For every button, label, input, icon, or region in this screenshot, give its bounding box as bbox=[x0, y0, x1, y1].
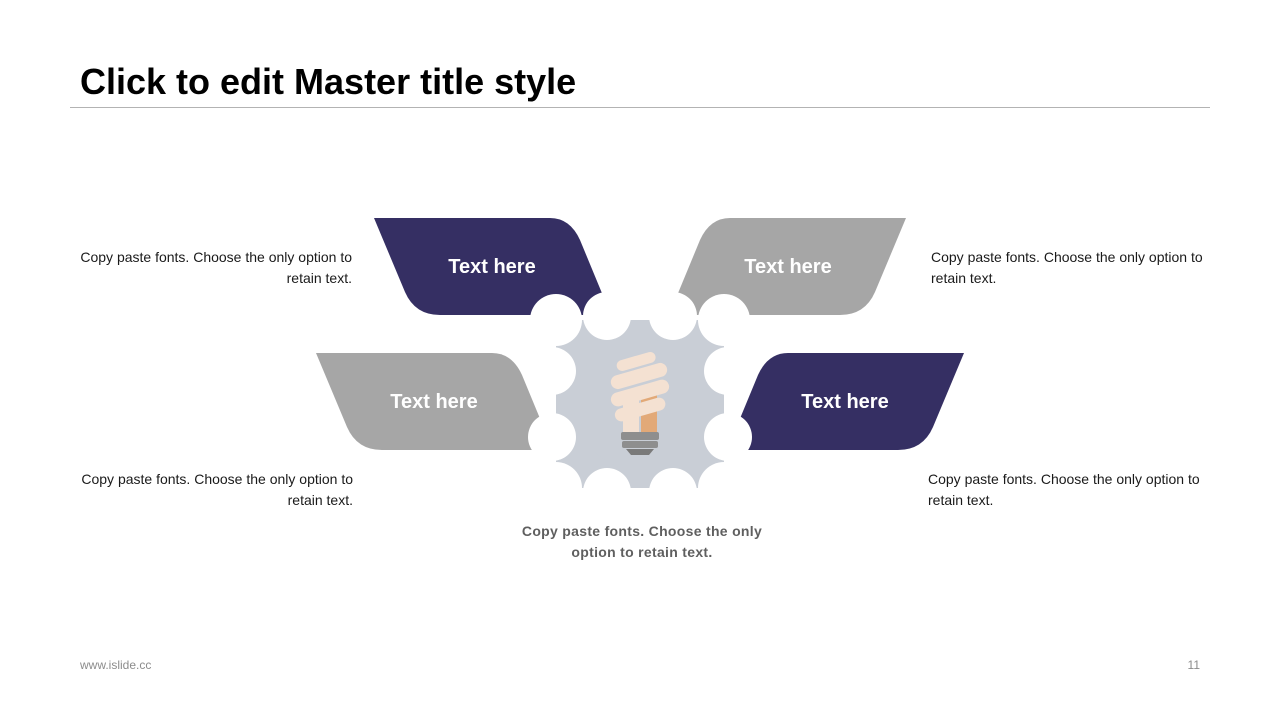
slide-title[interactable]: Click to edit Master title style bbox=[80, 61, 577, 102]
item-1-description[interactable]: Copy paste fonts. Choose the only option… bbox=[80, 249, 352, 286]
shape-top-left bbox=[374, 218, 611, 315]
item-2-label[interactable]: Text here bbox=[744, 256, 832, 278]
footer-url: www.islide.cc bbox=[80, 658, 152, 672]
shape-mid-right bbox=[727, 353, 964, 450]
item-2-description[interactable]: Copy paste fonts. Choose the only option… bbox=[931, 249, 1203, 286]
item-4-description[interactable]: Copy paste fonts. Choose the only option… bbox=[928, 471, 1200, 508]
item-3-label[interactable]: Text here bbox=[390, 391, 478, 413]
center-description[interactable]: Copy paste fonts. Choose the only option… bbox=[521, 523, 763, 560]
title-divider bbox=[70, 107, 1210, 108]
shape-mid-left bbox=[316, 353, 553, 450]
item-1-label[interactable]: Text here bbox=[448, 256, 536, 278]
shape-top-right bbox=[669, 218, 906, 315]
item-3-description[interactable]: Copy paste fonts. Choose the only option… bbox=[81, 471, 353, 508]
page-number: 11 bbox=[1187, 658, 1200, 672]
gear-lightbulb-icon bbox=[528, 292, 752, 516]
item-4-label[interactable]: Text here bbox=[801, 391, 889, 413]
